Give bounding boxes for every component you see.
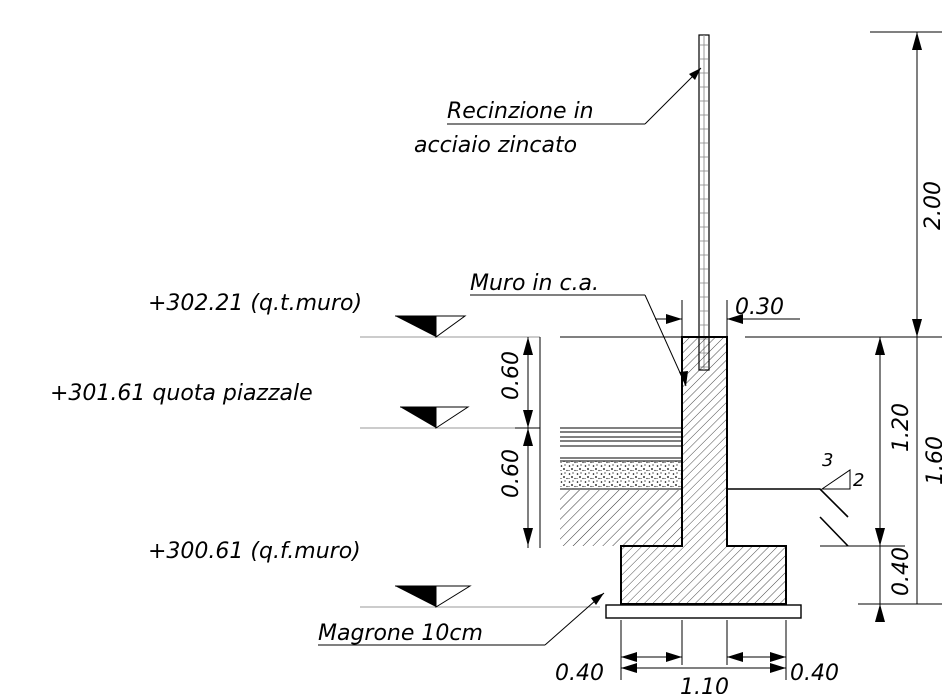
level-marker-top (395, 315, 467, 338)
lean-concrete-slab (605, 604, 802, 619)
leader-fence (447, 67, 702, 125)
fence-label-line1: Recinzione in (447, 99, 594, 124)
level-marker-yard (400, 406, 470, 429)
slope-vertical: 3 (822, 450, 833, 471)
dim-label-total-height: 1.60 (923, 436, 942, 485)
leader-wall (470, 294, 688, 387)
slope-horizontal: 2 (853, 470, 864, 491)
leader-magrone (318, 592, 605, 646)
dim-label-toe-right: 0.40 (790, 661, 839, 686)
dim-label-lower-part: 0.60 (499, 449, 524, 498)
right-ground-profile (726, 469, 851, 547)
dim-footing-widths (620, 620, 787, 680)
dim-label-footing-width: 1.10 (680, 675, 729, 694)
wall-label: Muro in c.a. (470, 271, 599, 296)
dim-label-wall-height: 1.20 (889, 403, 914, 452)
magrone-label: Magrone 10cm (318, 621, 483, 646)
fence-label-line2: acciaio zincato (414, 133, 577, 158)
dim-label-fence-height: 2.00 (921, 181, 942, 230)
level-yard: +301.61 quota piazzale (50, 381, 313, 406)
level-top-wall: +302.21 (q.t.muro) (148, 291, 362, 316)
dim-label-upper-part: 0.60 (499, 351, 524, 400)
level-foundation: +300.61 (q.f.muro) (148, 539, 361, 564)
dim-left-stack (515, 337, 540, 548)
dim-label-footing-height: 0.40 (889, 547, 914, 596)
dim-wall-thickness (655, 300, 800, 337)
dim-label-wall-thickness: 0.30 (735, 295, 784, 320)
level-marker-foundation (395, 585, 472, 608)
level-reference-lines (360, 31, 942, 608)
dim-upper-wall (875, 337, 885, 622)
fence (698, 34, 710, 371)
dim-label-toe-left: 0.40 (555, 661, 604, 686)
yard-pavement-layers (560, 427, 682, 546)
dim-fence-height (912, 32, 922, 337)
